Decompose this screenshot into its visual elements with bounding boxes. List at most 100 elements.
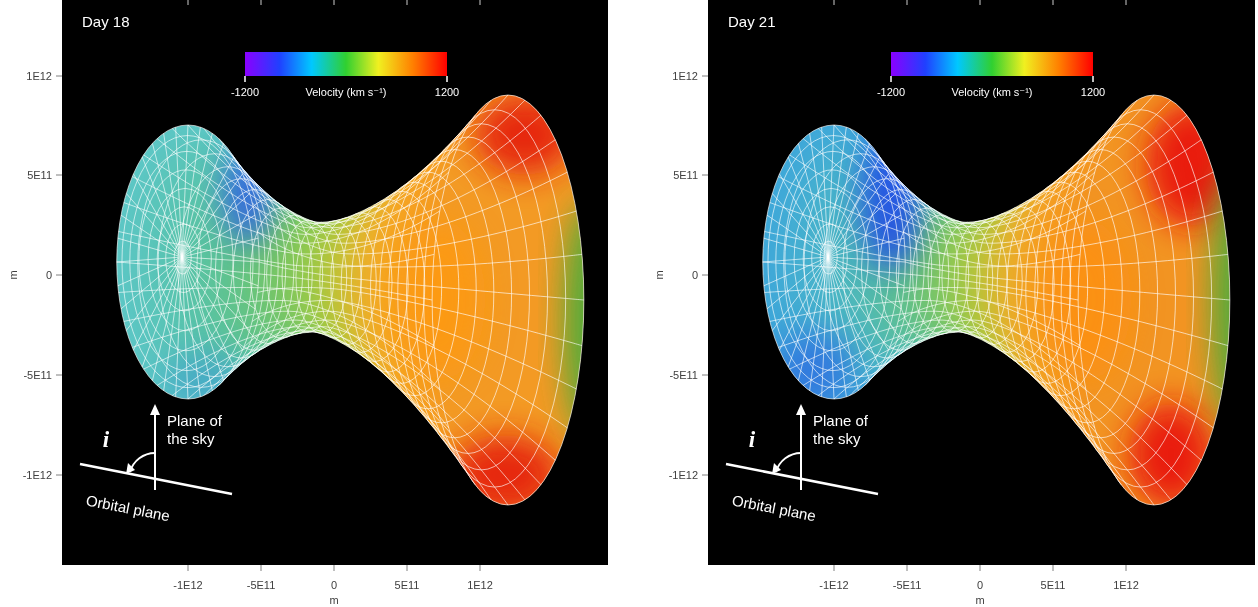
wireframe-meridian — [252, 300, 576, 388]
nova-shell-model — [763, 95, 1258, 507]
wireframe-meridian — [219, 115, 541, 227]
x-tick — [980, 0, 981, 5]
cap-spoke — [182, 238, 258, 257]
axis-title: m — [975, 594, 984, 607]
x-tick-label: -1E12 — [173, 579, 202, 592]
wireframe-meridian — [257, 232, 581, 268]
panel-title: Day 18 — [82, 13, 130, 30]
wireframe-meridian — [790, 320, 1107, 460]
wireframe-meridian — [803, 115, 1121, 227]
wireframe-ring — [804, 154, 917, 377]
wireframe-ring — [197, 179, 286, 358]
wireframe-ring — [843, 179, 932, 358]
x-tick-label: 5E11 — [395, 579, 420, 592]
x-tick — [1053, 0, 1054, 5]
wireframe-meridian — [878, 140, 1201, 235]
colour-bar-label: -1200 — [231, 86, 259, 99]
cap-spoke — [822, 127, 828, 257]
wireframe — [117, 95, 584, 505]
wireframe-meridian — [898, 203, 1222, 254]
x-tick — [261, 565, 262, 571]
cap-spoke — [117, 257, 182, 262]
x-tick — [1126, 0, 1127, 5]
cap-ring — [794, 188, 868, 330]
cap-ring — [174, 241, 191, 274]
wireframe-meridian — [850, 331, 1171, 500]
wireframe-ring — [415, 124, 547, 470]
velocity-patch — [450, 435, 560, 515]
y-tick-label: -1E12 — [23, 469, 52, 482]
orbital-plane-line — [726, 464, 878, 494]
cap-spoke — [779, 174, 828, 257]
wireframe-meridian — [188, 332, 508, 505]
axis-ticks — [702, 0, 1126, 571]
wireframe-meridian — [903, 232, 1227, 268]
velocity-patch — [564, 200, 616, 440]
y-tick — [56, 175, 62, 176]
y-tick-label: 1E12 — [672, 70, 698, 83]
wireframe-meridian — [219, 327, 541, 485]
wireframe-meridian — [124, 203, 440, 254]
wireframe-meridian — [850, 100, 1171, 223]
cap-ring — [812, 224, 848, 293]
x-tick-label: -5E11 — [247, 579, 276, 592]
cap-spoke — [828, 194, 896, 258]
colour-bar-tick — [1092, 76, 1094, 82]
cap-ring — [820, 241, 837, 274]
y-tick-label: 0 — [692, 269, 698, 282]
wireframe-meridian — [124, 300, 440, 388]
y-tick — [702, 475, 708, 476]
x-tick — [480, 0, 481, 5]
wireframe-meridian — [878, 320, 1201, 460]
wireframe-meridian — [905, 262, 1230, 300]
cap-spoke — [182, 257, 243, 350]
wireframe-meridian — [157, 115, 475, 227]
y-tick-label: -5E11 — [669, 369, 698, 382]
wireframe-meridian — [232, 140, 555, 235]
x-tick — [907, 0, 908, 5]
x-tick-label: 1E12 — [467, 579, 493, 592]
y-tick-label: 5E11 — [27, 169, 52, 182]
velocity-patch — [1041, 220, 1131, 380]
axis-title: m — [653, 270, 666, 279]
plot-background — [62, 0, 608, 565]
cap-spoke — [772, 257, 828, 331]
wireframe-meridian — [865, 327, 1187, 485]
wireframe-ring — [380, 172, 476, 409]
cap-spoke — [828, 133, 858, 257]
colour-bar — [891, 52, 1093, 76]
wireframe-meridian — [770, 203, 1086, 254]
wireframe-meridian — [803, 327, 1121, 485]
x-tick — [834, 0, 835, 5]
x-tick — [980, 565, 981, 571]
cap-spoke — [182, 194, 250, 258]
x-tick — [907, 565, 908, 571]
colour-bar-tick — [890, 76, 892, 82]
wireframe-meridian — [898, 300, 1222, 388]
cap-spoke — [182, 143, 224, 257]
wireframe-meridian — [252, 203, 576, 254]
wireframe-meridian — [157, 327, 475, 485]
cap-ring — [776, 151, 890, 370]
x-tick-label: -5E11 — [893, 579, 922, 592]
y-tick — [56, 76, 62, 77]
cap-spoke — [133, 174, 182, 257]
x-tick — [334, 565, 335, 571]
arc-head — [126, 463, 135, 474]
cap-ring — [166, 224, 202, 293]
x-tick-label: 1E12 — [1113, 579, 1139, 592]
cap-spoke — [176, 127, 182, 257]
cap-spoke — [828, 257, 896, 331]
velocity-patch — [1212, 170, 1258, 430]
axis-ticks — [56, 0, 480, 571]
inset-label: Plane of the sky — [813, 412, 887, 448]
cap-spoke — [828, 257, 870, 381]
cap-ring — [148, 188, 222, 330]
colour-bar-title: Velocity (km s⁻¹) — [952, 86, 1033, 99]
orbital-plane-line — [80, 464, 232, 494]
wireframe-ring — [424, 110, 566, 487]
y-tick — [702, 76, 708, 77]
x-tick — [1126, 565, 1127, 571]
wireframe-meridian — [244, 172, 568, 243]
